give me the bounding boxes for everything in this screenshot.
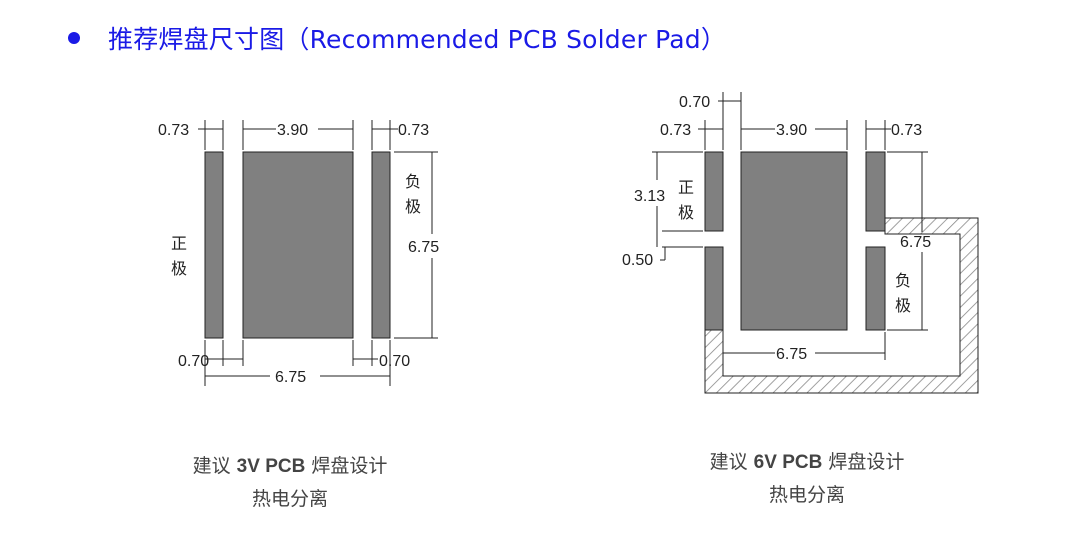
- caption-6v-prefix: 建议: [709, 451, 754, 473]
- label-3v-positive-1: 正: [171, 234, 187, 253]
- section-title: 推荐焊盘尺寸图（Recommended PCB Solder Pad）: [108, 25, 727, 54]
- diagram-3v-text: 0.73 3.90 0.73 6.75 0.70 0.70 6.75 正 极 负…: [158, 122, 439, 386]
- bullet-icon: [68, 32, 80, 44]
- label-3v-negative-1: 负: [405, 172, 421, 191]
- dim-6v-pad-right: 0.73: [891, 122, 922, 139]
- label-6v-negative-1: 负: [895, 271, 911, 290]
- label-6v-positive-2: 极: [678, 203, 694, 222]
- diagram-3v: [198, 120, 438, 386]
- pad-positive-upper-6v: [704, 151, 724, 232]
- dim-6v-height: 6.75: [900, 234, 931, 251]
- diagram-6v-text: 0.70 0.73 3.90 0.73 3.13 0.50 6.75 6.75 …: [622, 94, 931, 363]
- label-3v-negative-2: 极: [405, 197, 421, 216]
- caption-6v-suffix: 焊盘设计: [822, 451, 905, 473]
- section-heading: 推荐焊盘尺寸图（Recommended PCB Solder Pad）: [68, 18, 726, 58]
- dim-3v-total-width: 6.75: [275, 369, 306, 386]
- pad-right-upper-6v: [865, 151, 886, 232]
- diagram-6v: [652, 92, 979, 394]
- pad-negative-6v: [865, 246, 886, 331]
- caption-6v-bold: 6V PCB: [753, 452, 823, 473]
- dim-3v-pad-right: 0.73: [398, 122, 429, 139]
- caption-3v-bold: 3V PCB: [236, 456, 306, 477]
- caption-6v-line1: 建议 6V PCB 焊盘设计: [677, 446, 937, 479]
- pad-positive-3v: [204, 151, 224, 339]
- caption-3v-line1: 建议 3V PCB 焊盘设计: [160, 450, 420, 483]
- pad-positive-lower-6v: [704, 246, 724, 331]
- dim-6v-center: 3.90: [776, 122, 807, 139]
- dim-6v-slot-gap: 0.50: [622, 252, 653, 269]
- caption-6v-line2: 热电分离: [768, 484, 845, 506]
- label-6v-negative-2: 极: [895, 296, 911, 315]
- dim-3v-gap-right: 0.70: [379, 353, 410, 370]
- caption-3v-line2: 热电分离: [251, 488, 328, 510]
- label-6v-positive-1: 正: [678, 178, 694, 197]
- dim-3v-height: 6.75: [408, 239, 439, 256]
- dim-6v-upper-height: 3.13: [634, 188, 665, 205]
- pad-negative-3v: [371, 151, 391, 339]
- caption-3v-prefix: 建议: [192, 455, 237, 477]
- dim-6v-gap-top: 0.70: [679, 94, 710, 111]
- dim-3v-center: 3.90: [277, 122, 308, 139]
- dim-6v-total-width: 6.75: [776, 346, 807, 363]
- pad-center-6v: [740, 151, 848, 331]
- pad-center-3v: [242, 151, 354, 339]
- label-3v-positive-2: 极: [171, 259, 187, 278]
- thermal-pad-6v: [704, 217, 979, 394]
- dim-6v-pad-left: 0.73: [660, 122, 691, 139]
- dim-3v-pad-left: 0.73: [158, 122, 189, 139]
- dim-3v-gap-left: 0.70: [178, 353, 209, 370]
- caption-6v: 建议 6V PCB 焊盘设计 热电分离: [677, 446, 937, 512]
- caption-3v: 建议 3V PCB 焊盘设计 热电分离: [160, 450, 420, 516]
- caption-3v-suffix: 焊盘设计: [305, 455, 388, 477]
